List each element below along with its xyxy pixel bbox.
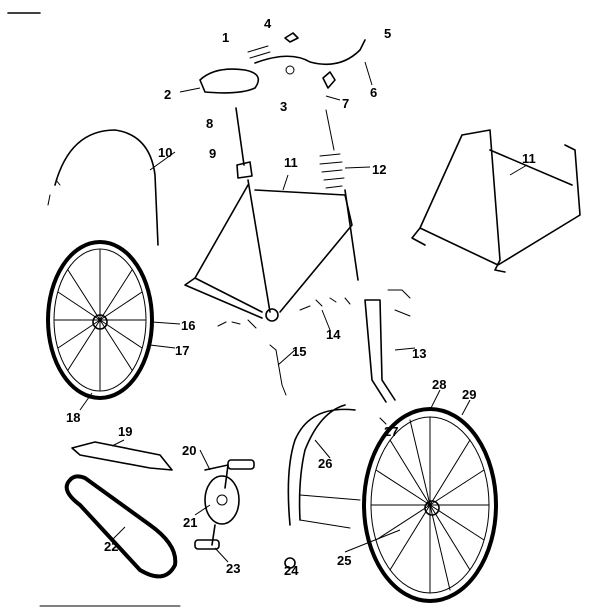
bolt	[285, 65, 295, 75]
rear-wheel-tire	[46, 240, 154, 400]
label-5: 5	[384, 26, 391, 41]
label-14: 14	[326, 327, 341, 342]
washer	[379, 417, 387, 425]
label-9: 9	[209, 146, 216, 161]
label-24: 24	[284, 563, 299, 578]
chain	[64, 474, 178, 579]
seat-clamp	[247, 45, 271, 59]
crank-cups	[217, 319, 257, 329]
label-18: 18	[66, 410, 80, 425]
pedal-left	[194, 539, 220, 550]
label-8: 8	[206, 116, 213, 131]
label-11: 11	[284, 155, 298, 170]
brake-parts	[387, 289, 411, 317]
label-22: 22	[104, 539, 118, 554]
label-28: 28	[432, 377, 446, 392]
crank-arm-left	[211, 524, 216, 546]
bottom-bracket	[265, 308, 279, 322]
label-26: 26	[318, 456, 332, 471]
label-3: 3	[280, 99, 287, 114]
rear-hub	[92, 314, 108, 330]
chain-guard	[71, 441, 173, 471]
rear-wheel-spokes	[54, 249, 146, 391]
chainring-center	[216, 494, 228, 506]
fork	[364, 299, 396, 403]
handlebar	[254, 39, 366, 66]
stem-bolt	[322, 71, 336, 89]
label-17: 17	[175, 343, 189, 358]
seat-post-clamp	[236, 161, 253, 179]
front-fender	[287, 404, 356, 526]
rear-fender	[54, 129, 159, 246]
frame-alt	[411, 129, 581, 273]
nut	[284, 557, 296, 569]
cotter-pin	[269, 344, 287, 396]
pedal	[227, 459, 255, 470]
label-4: 4	[264, 16, 272, 31]
label-11-alt: 11	[522, 151, 536, 166]
fender-brace	[47, 179, 61, 206]
label-13: 13	[412, 346, 426, 361]
label-20: 20	[182, 443, 196, 458]
rear-wheel-rim	[53, 248, 147, 392]
label-23: 23	[226, 561, 240, 576]
label-16: 16	[181, 318, 195, 333]
fender-struts	[299, 494, 361, 529]
label-12: 12	[372, 162, 386, 177]
stem-nut	[284, 32, 299, 43]
saddle	[199, 68, 260, 94]
label-21: 21	[183, 515, 197, 530]
front-hub	[424, 500, 440, 516]
seat-post	[235, 107, 245, 166]
label-15: 15	[292, 344, 306, 359]
label-27: 27	[384, 424, 398, 439]
label-19: 19	[118, 424, 132, 439]
head-tube	[344, 189, 359, 281]
frame	[184, 179, 353, 319]
front-wheel-spokes	[370, 416, 490, 594]
headset	[319, 109, 345, 189]
leader-lines	[79, 61, 528, 563]
label-6: 6	[370, 85, 377, 100]
label-25: 25	[337, 553, 351, 568]
label-2: 2	[164, 87, 171, 102]
label-29: 29	[462, 387, 476, 402]
label-7: 7	[342, 96, 349, 111]
label-10: 10	[158, 145, 172, 160]
bearing-cups	[299, 297, 351, 311]
label-1: 1	[222, 30, 229, 45]
chainring	[204, 475, 240, 525]
